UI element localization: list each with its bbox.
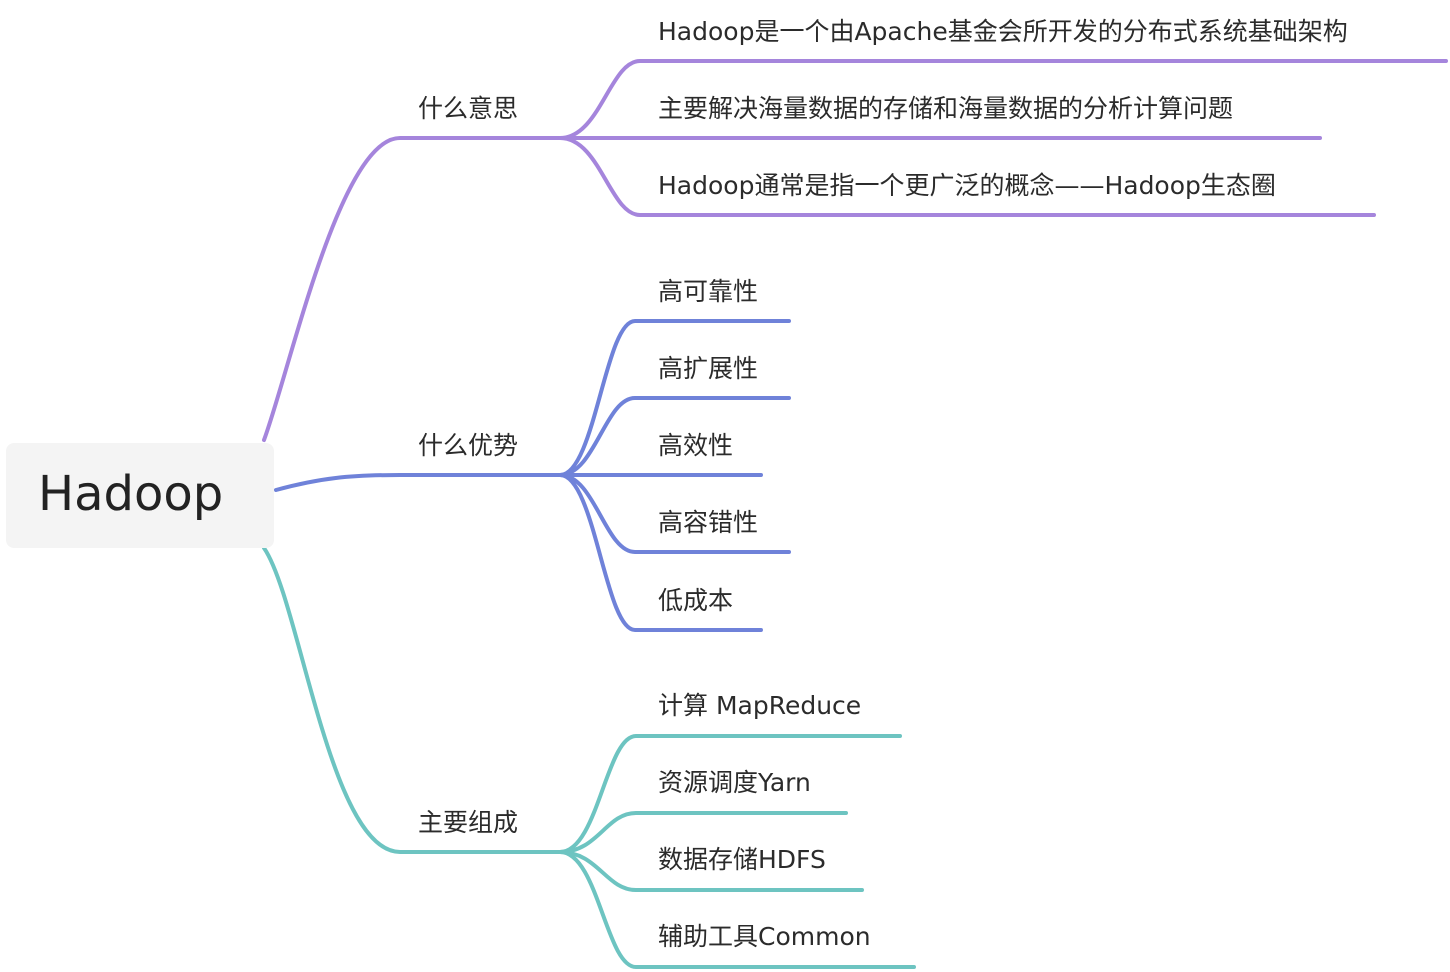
connector-adv-5 — [558, 473, 763, 632]
subtopic-adv-fault-tolerance[interactable]: 高容错性 — [658, 508, 759, 537]
subtopic-adv-efficiency[interactable]: 高效性 — [658, 431, 734, 460]
connector-root-components — [262, 546, 562, 854]
subtopic-what-definition[interactable]: Hadoop是一个由Apache基金会所开发的分布式系统基础架构 — [658, 17, 1348, 46]
subtopic-adv-scalability[interactable]: 高扩展性 — [658, 354, 759, 383]
branch-topic-what[interactable]: 什么意思 — [418, 94, 519, 123]
connector-root-advantages — [274, 473, 562, 492]
subtopic-comp-mapreduce[interactable]: 计算 MapReduce — [658, 691, 862, 720]
subtopic-comp-hdfs[interactable]: 数据存储HDFS — [658, 845, 826, 874]
subtopic-what-ecosystem[interactable]: Hadoop通常是指一个更广泛的概念——Hadoop生态圈 — [658, 171, 1276, 200]
branch-topic-components[interactable]: 主要组成 — [418, 808, 519, 837]
connector-adv-4 — [558, 473, 791, 554]
connector-what-3 — [558, 136, 1376, 217]
connector-comp-1 — [558, 734, 902, 854]
branch-topic-advantages[interactable]: 什么优势 — [418, 431, 519, 460]
connector-root-what — [262, 136, 562, 442]
connector-adv-1 — [558, 319, 791, 477]
connector-comp-4 — [558, 850, 916, 969]
root-node-label: Hadoop — [38, 466, 224, 522]
subtopic-adv-low-cost[interactable]: 低成本 — [658, 586, 734, 615]
subtopic-comp-yarn[interactable]: 资源调度Yarn — [658, 768, 811, 797]
subtopic-adv-reliability[interactable]: 高可靠性 — [658, 277, 759, 306]
connector-comp-2 — [558, 811, 848, 854]
subtopic-comp-common[interactable]: 辅助工具Common — [658, 922, 871, 951]
connector-what-1 — [558, 59, 1448, 140]
connector-comp-3 — [558, 850, 864, 892]
subtopic-what-purpose[interactable]: 主要解决海量数据的存储和海量数据的分析计算问题 — [658, 94, 1234, 123]
root-node[interactable] — [6, 443, 274, 548]
connector-adv-2 — [558, 396, 791, 477]
